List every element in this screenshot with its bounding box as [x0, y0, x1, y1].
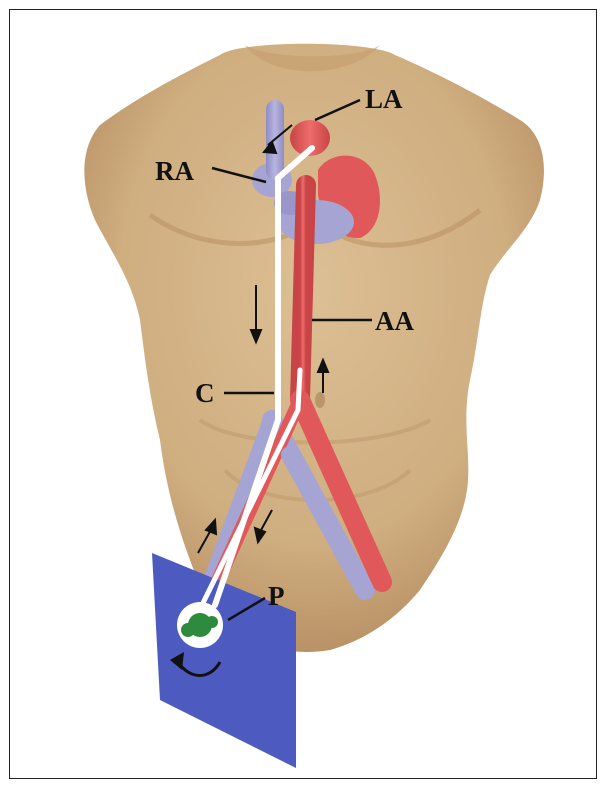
label-ra: RA	[155, 156, 194, 186]
navel	[315, 392, 325, 408]
label-aa: AA	[375, 306, 414, 336]
label-la: LA	[365, 84, 403, 114]
pump-rotor-lobe	[206, 616, 218, 628]
label-c: C	[195, 378, 215, 408]
pump-rotor-lobe	[181, 623, 195, 637]
label-p: P	[268, 581, 285, 611]
